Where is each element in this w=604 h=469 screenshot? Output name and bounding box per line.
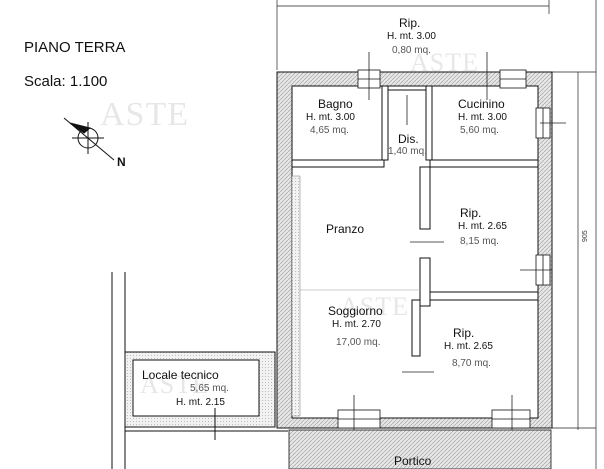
room-locale-height: H. mt. 2.15	[176, 397, 225, 408]
room-bagno-height: H. mt. 3.00	[306, 112, 355, 123]
watermark: ASTE	[410, 48, 479, 77]
room-rip-top-name: Rip.	[399, 16, 421, 30]
watermark: ASTE	[100, 96, 189, 133]
room-rip-top-height: H. mt. 3.00	[387, 31, 436, 42]
right-dimension-value: 905	[582, 230, 589, 242]
portico-area	[288, 429, 552, 469]
room-bagno-name: Bagno	[318, 97, 353, 111]
top-dimension-line	[276, 0, 550, 70]
room-pranzo-name: Pranzo	[326, 222, 365, 236]
right-dimension-line	[552, 0, 597, 469]
north-label: N	[117, 155, 126, 169]
room-rip-mid-name: Rip.	[460, 206, 482, 220]
plan-title: PIANO TERRA	[24, 39, 126, 56]
room-rip-low-height: H. mt. 2.65	[444, 341, 493, 352]
room-soggiorno-area: 17,00 mq.	[336, 337, 381, 348]
room-cucinino-height: H. mt. 3.00	[458, 112, 507, 123]
compass-icon	[63, 117, 115, 161]
room-rip-mid-area: 8,15 mq.	[460, 236, 499, 247]
room-locale-area: 5,65 mq.	[190, 383, 229, 394]
room-bagno-area: 4,65 mq.	[310, 125, 349, 136]
room-dis-area: 1,40 mq.	[388, 146, 427, 157]
watermark: ASTE	[340, 292, 409, 321]
room-soggiorno-height: H. mt. 2.70	[332, 319, 381, 330]
room-cucinino-name: Cucinino	[458, 97, 505, 111]
room-portico-name: Portico	[394, 454, 432, 468]
room-cucinino-area: 5,60 mq.	[460, 125, 499, 136]
room-locale-name: Locale tecnico	[142, 368, 219, 382]
room-rip-mid-height: H. mt. 2.65	[458, 221, 507, 232]
windows	[337, 69, 551, 429]
watermark: ASTE	[140, 370, 209, 399]
room-dis-name: Dis.	[398, 132, 419, 146]
room-rip-low-area: 8,70 mq.	[452, 358, 491, 369]
locale-tecnico-walls	[111, 272, 288, 469]
room-soggiorno-name: Soggiorno	[328, 304, 383, 318]
room-rip-low-name: Rip.	[453, 326, 475, 340]
interior-walls	[291, 85, 539, 417]
room-rip-top-area: 0,80 mq.	[392, 45, 431, 56]
scale-label: Scala: 1.100	[24, 73, 108, 90]
